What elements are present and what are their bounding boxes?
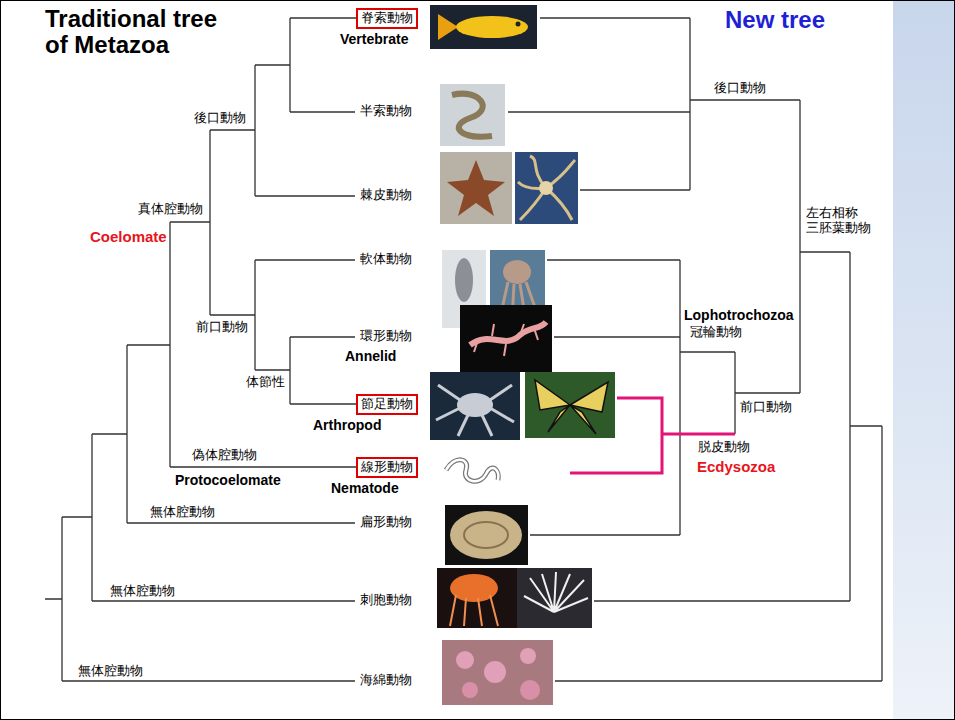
animal-photo — [440, 152, 512, 224]
animal-photo — [520, 680, 540, 700]
taxon-label: 環形動物 — [360, 329, 412, 344]
clade-label: 脱皮動物 — [698, 440, 750, 455]
animal-photo — [462, 682, 478, 698]
animal-photo — [445, 505, 528, 565]
clade-label: 体節性 — [246, 375, 285, 390]
clade-label: Ecdysozoa — [697, 458, 775, 475]
animal-photo — [464, 522, 508, 548]
tree-branch — [45, 18, 356, 681]
taxon-label: 半索動物 — [360, 104, 412, 119]
animal-photo — [438, 14, 458, 40]
clade-label: Lophotrochozoa — [684, 307, 794, 323]
taxon-label: 海綿動物 — [360, 673, 412, 688]
animal-photo — [525, 372, 615, 438]
animal-photo — [518, 156, 575, 220]
animal-photo — [430, 5, 615, 705]
animal-photo — [548, 405, 570, 432]
animal-photo — [470, 322, 546, 345]
taxon-label: 刺胞動物 — [360, 593, 412, 608]
animal-photo — [446, 460, 498, 481]
taxon-english: Nematode — [331, 480, 399, 496]
tree-branch — [45, 18, 882, 681]
clade-label: 冠輪動物 — [690, 325, 742, 340]
highlight-box: 節足動物Arthropod — [356, 394, 418, 415]
animal-photo — [460, 305, 552, 372]
animal-photo — [452, 94, 492, 137]
taxon-english: Arthropod — [313, 417, 381, 433]
animal-photo — [524, 572, 588, 612]
clade-label: 無体腔動物 — [150, 505, 215, 520]
highlight-box: 脊索動物Vertebrate — [356, 8, 418, 29]
clade-label: Coelomate — [90, 228, 167, 245]
taxon-english: Annelid — [345, 348, 396, 364]
clade-label: 前口動物 — [740, 400, 792, 415]
animal-photo — [503, 260, 531, 284]
animal-photo — [447, 160, 505, 216]
clade-label: 後口動物 — [714, 81, 766, 96]
animal-photo — [456, 16, 528, 38]
animal-photo — [539, 181, 553, 195]
clade-label: 前口動物 — [196, 320, 248, 335]
clade-label: 左右相称 三胚葉動物 — [806, 206, 873, 236]
taxon-label: 脊索動物 — [361, 11, 413, 26]
tree-branch — [508, 18, 882, 681]
animal-photo — [450, 595, 498, 626]
animal-photo — [517, 568, 592, 628]
animal-photo — [436, 385, 514, 436]
animal-photo — [535, 380, 570, 410]
clade-label: 無体腔動物 — [78, 664, 143, 679]
animal-photo — [446, 460, 498, 481]
animal-photo — [430, 5, 537, 49]
taxon-label: 軟体動物 — [360, 252, 412, 267]
animal-photo — [515, 152, 578, 224]
animal-photo — [474, 324, 538, 356]
taxon-label: 棘皮動物 — [360, 188, 412, 203]
diagram-title: Traditional tree of Metazoa — [45, 6, 235, 59]
taxon-label: 節足動物 — [361, 397, 413, 412]
highlight-box: 線形動物Nematode — [356, 457, 418, 478]
animal-photo — [516, 22, 521, 27]
animal-photo — [570, 405, 596, 434]
clade-label: 後口動物 — [194, 111, 246, 126]
clade-label: 偽体腔動物 — [192, 448, 257, 463]
animal-photo — [437, 568, 517, 628]
taxon-english: Vertebrate — [340, 31, 408, 47]
animal-photo — [455, 258, 473, 302]
animal-photo — [440, 450, 505, 495]
animal-photo — [430, 372, 520, 440]
animal-photo — [484, 661, 506, 683]
tree-heading: New tree — [725, 6, 825, 34]
animal-photo — [442, 640, 553, 705]
animal-photo — [520, 648, 536, 664]
clade-label: 真体腔動物 — [138, 202, 203, 217]
side-band — [893, 0, 955, 720]
animal-photo — [440, 84, 505, 146]
animal-photo — [450, 511, 522, 559]
animal-photo — [456, 651, 474, 669]
taxon-label: 扁形動物 — [360, 515, 412, 530]
clade-label: Protocoelomate — [175, 472, 281, 488]
taxon-label: 線形動物 — [361, 460, 413, 475]
animal-photo — [457, 393, 493, 417]
clade-label: 無体腔動物 — [110, 584, 175, 599]
